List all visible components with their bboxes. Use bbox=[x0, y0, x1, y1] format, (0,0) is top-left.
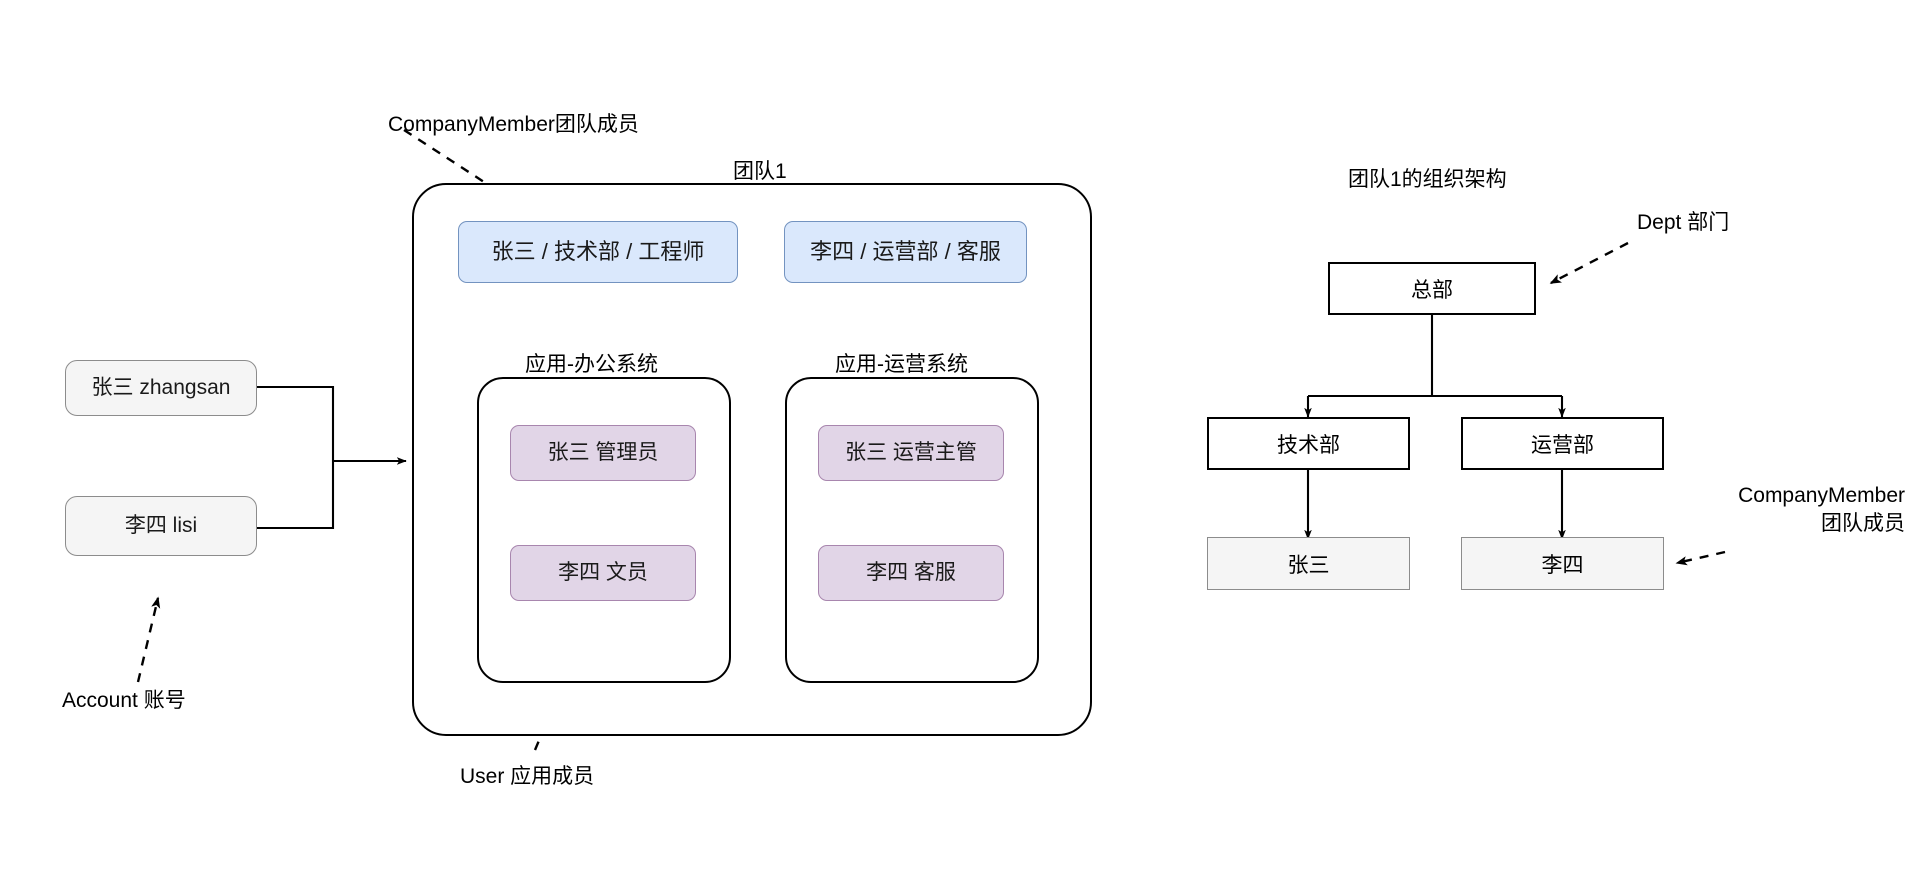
org-companymember-annotation-line1: CompanyMember bbox=[1738, 484, 1905, 507]
team-member-label: 李四 / 运营部 / 客服 bbox=[810, 239, 1001, 265]
org-node-label: 总部 bbox=[1411, 278, 1453, 302]
account-annotation-label: Account 账号 bbox=[62, 689, 186, 712]
team-member-chip-lisi[interactable]: 李四 / 运营部 / 客服 bbox=[784, 221, 1027, 283]
account-label: 李四 lisi bbox=[124, 513, 198, 537]
team-title: 团队1 bbox=[733, 160, 787, 183]
org-node-label: 运营部 bbox=[1531, 433, 1594, 457]
app-container-office bbox=[477, 377, 731, 683]
app-user-chip-lisi-support[interactable]: 李四 客服 bbox=[818, 545, 1004, 601]
org-node-label: 张三 bbox=[1287, 553, 1330, 577]
org-companymember-annotation-line2: 团队成员 bbox=[1821, 511, 1905, 535]
org-node-label: 李四 bbox=[1541, 553, 1584, 577]
account-box-lisi[interactable]: 李四 lisi bbox=[65, 496, 257, 556]
app-user-label: 张三 管理员 bbox=[547, 440, 659, 464]
account-label: 张三 zhangsan bbox=[91, 375, 231, 399]
org-companymember-annotation-arrow bbox=[1675, 550, 1726, 566]
app-user-label: 张三 运营主管 bbox=[845, 440, 977, 464]
app-title-operations: 应用-运营系统 bbox=[835, 353, 968, 376]
app-title-office: 应用-办公系统 bbox=[525, 353, 658, 376]
team-member-label: 张三 / 技术部 / 工程师 bbox=[491, 239, 705, 265]
app-user-label: 李四 客服 bbox=[866, 560, 956, 584]
team-member-chip-zhangsan[interactable]: 张三 / 技术部 / 工程师 bbox=[458, 221, 738, 283]
dept-annotation-label: Dept 部门 bbox=[1637, 211, 1730, 234]
org-node-member-lisi[interactable]: 李四 bbox=[1461, 537, 1664, 590]
org-node-ops-dept[interactable]: 运营部 bbox=[1461, 417, 1664, 470]
app-user-chip-zhangsan-lead[interactable]: 张三 运营主管 bbox=[818, 425, 1004, 481]
companymember-annotation-label: CompanyMember团队成员 bbox=[388, 113, 639, 136]
account-box-zhangsan[interactable]: 张三 zhangsan bbox=[65, 360, 257, 416]
app-user-chip-lisi-clerk[interactable]: 李四 文员 bbox=[510, 545, 696, 601]
org-node-member-zhangsan[interactable]: 张三 bbox=[1207, 537, 1410, 590]
account-annotation-arrow bbox=[136, 596, 161, 683]
app-container-operations bbox=[785, 377, 1039, 683]
org-node-headquarters[interactable]: 总部 bbox=[1328, 262, 1536, 315]
org-companymember-annotation-label: CompanyMember 团队成员 bbox=[1530, 482, 1905, 537]
user-annotation-label: User 应用成员 bbox=[460, 765, 595, 788]
account-to-team-connector bbox=[257, 385, 407, 530]
org-node-tech-dept[interactable]: 技术部 bbox=[1207, 417, 1410, 470]
app-user-label: 李四 文员 bbox=[558, 560, 648, 584]
org-chart-title: 团队1的组织架构 bbox=[1348, 168, 1507, 191]
dept-annotation-arrow bbox=[1549, 241, 1629, 285]
app-user-chip-zhangsan-admin[interactable]: 张三 管理员 bbox=[510, 425, 696, 481]
org-node-label: 技术部 bbox=[1277, 433, 1340, 457]
